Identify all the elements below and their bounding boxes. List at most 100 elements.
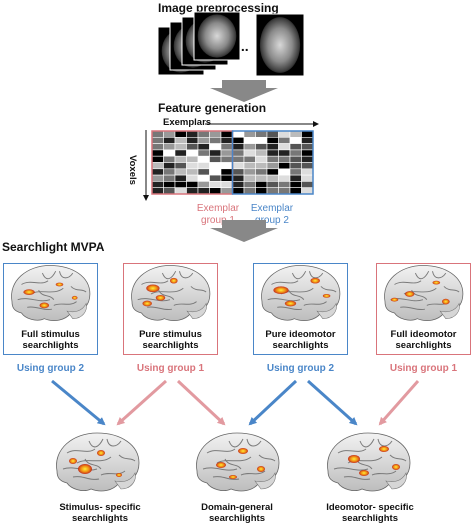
matrix-cell [220,143,233,151]
matrix-cell [232,137,245,144]
matrix-cell [266,174,279,182]
matrix-cell [255,174,268,182]
matrix-cell [243,181,256,188]
matrix-cell [232,143,245,151]
mri-scan-slice-last [255,13,305,77]
matrix-cell [186,162,199,170]
arrow-features-to-mvpa [210,220,278,242]
pure-ideomotor-box: Pure ideomotor searchlights [253,263,348,355]
brain-full-ideomotor [384,265,464,321]
matrix-cell [266,168,279,176]
matrix-cell [220,155,233,163]
matrix-cell [151,155,164,163]
matrix-cell [278,162,291,170]
matrix-cell [174,174,187,182]
arrow-pure-ideomotor-to-domain-general [248,379,298,426]
matrix-cell [243,137,256,144]
matrix-cell [232,149,245,157]
matrix-cell [266,143,279,151]
matrix-cell [174,187,187,195]
matrix-cell [197,149,210,157]
pure-ideomotor-label: Pure ideomotor searchlights [265,329,336,351]
matrix-cell [278,130,291,138]
matrix-cell [209,168,222,176]
matrix-cell [197,155,210,163]
matrix-cell [163,168,176,176]
matrix-cell [151,174,164,182]
matrix-cell [301,181,314,188]
matrix-cell [243,168,256,176]
mri-scan-slice-4 [193,11,241,61]
full-stimulus-label: Full stimulus searchlights [21,329,80,351]
matrix-cell [243,174,256,182]
matrix-cell [243,155,256,163]
matrix-cell [266,162,279,170]
matrix-cell [163,130,176,138]
matrix-cell [197,143,210,151]
exemplar-group-2-label: Exemplar group 2 [250,203,294,226]
matrix-cell [289,143,302,151]
matrix-cell [197,187,210,195]
matrix-cell [163,137,176,144]
matrix-cell [278,143,291,151]
matrix-cell [278,181,291,188]
matrix-cell [301,187,314,195]
matrix-cell [289,162,302,170]
matrix-cell [255,130,268,138]
matrix-cell [243,143,256,151]
preprocessing-heading: Image preprocessing [158,1,279,15]
matrix-cell [289,168,302,176]
matrix-cell [301,143,314,151]
brain-ideomotor-specific [327,432,411,492]
matrix-cell [301,168,314,176]
matrix-cell [174,155,187,163]
arrow-full-ideomotor-to-ideomotor-specific [378,380,420,426]
matrix-cell [301,174,314,182]
using-label-1: Using group 2 [16,363,85,374]
stimulus-specific-label: Stimulus- specific searchlights [59,502,141,524]
matrix-cell [186,143,199,151]
domain-general-label: Domain-general searchlights [201,502,273,524]
matrix-cell [174,130,187,138]
matrix-cell [186,187,199,195]
matrix-cell [186,174,199,182]
brain-stimulus-specific [56,432,140,492]
matrix-cell [243,130,256,138]
matrix-cell [232,168,245,176]
matrix-cell [163,155,176,163]
matrix-cell [278,187,291,195]
pure-stimulus-box: Pure stimulus searchlights [123,263,218,355]
ideomotor-specific-label: Ideomotor- specific searchlights [326,502,414,524]
matrix-cell [301,155,314,163]
matrix-cell [289,181,302,188]
matrix-cell [209,130,222,138]
matrix-cell [197,174,210,182]
matrix-cell [232,187,245,195]
matrix-cell [289,187,302,195]
matrix-cell [220,168,233,176]
matrix-cell [266,155,279,163]
exemplar-group-2-outline [231,130,314,195]
mvpa-heading: Searchlight MVPA [2,240,105,254]
matrix-cell [278,155,291,163]
brain-pure-ideomotor [261,265,341,321]
matrix-cell [209,143,222,151]
matrix-cell [163,181,176,188]
matrix-cell [255,149,268,157]
matrix-cell [197,181,210,188]
matrix-cell [174,149,187,157]
matrix-cell [151,143,164,151]
matrix-cell [209,187,222,195]
matrix-cell [209,149,222,157]
full-ideomotor-box: Full ideomotor searchlights [376,263,471,355]
matrix-cell [186,137,199,144]
matrix-cell [243,187,256,195]
matrix-cell [266,187,279,195]
matrix-cell [163,174,176,182]
matrix-cell [266,149,279,157]
matrix-cell [186,130,199,138]
matrix-cell [232,130,245,138]
brain-domain-general [196,432,280,492]
matrix-cell [289,155,302,163]
